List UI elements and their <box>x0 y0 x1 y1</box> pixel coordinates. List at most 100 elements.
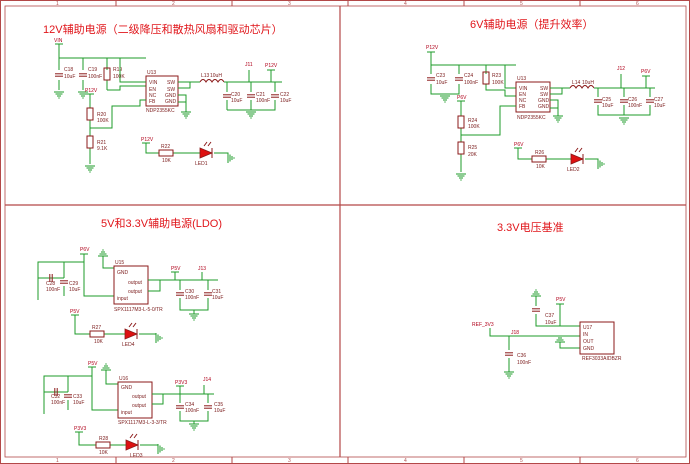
resistor-r20 <box>86 107 94 121</box>
pin-sw1-6v: SW <box>540 86 548 92</box>
ruler-col-6: 6 <box>636 1 639 7</box>
label-c37: C37 <box>545 313 554 319</box>
label-c20: C20 <box>231 92 240 98</box>
net-p5v-led: P5V <box>70 309 80 315</box>
value-c36: 100nF <box>517 360 531 366</box>
ic-u13-6v <box>515 81 551 113</box>
value-r20: 100K <box>97 118 109 124</box>
value-c27: 10uF <box>654 103 665 109</box>
label-j13: J13 <box>198 266 206 272</box>
label-j12: J12 <box>617 66 625 72</box>
net-p6v-div: P6V <box>457 95 467 101</box>
label-c22: C22 <box>280 92 289 98</box>
title-3v3-reference: 3.3V电压基准 <box>497 221 564 234</box>
inductor-l13 <box>199 79 225 83</box>
label-l14: L14 <box>572 80 581 86</box>
title-6v-aux: 6V辅助电源（提升效率） <box>470 17 593 31</box>
ruler-col-4: 4 <box>404 1 407 7</box>
led2-icon <box>570 153 585 165</box>
pin-en: EN <box>149 87 156 93</box>
resistor-r22 <box>158 149 174 157</box>
net-p5v-ldo2: P5V <box>88 361 98 367</box>
circuit-3v3-ldo: P5V C32 100nF C33 10uF U16 SPX1117M3-L-3… <box>43 361 225 459</box>
value-u16: SPX1117M3-L-3-3/TR <box>118 420 167 426</box>
net-ref-3v3: REF_3V3 <box>472 322 494 328</box>
label-u13-6v: U13 <box>517 76 526 82</box>
label-c31: C31 <box>212 289 221 295</box>
value-c21: 100nF <box>256 98 270 104</box>
net-p3v3-out: P3V3 <box>175 380 187 386</box>
pin-fb-6v: FB <box>519 104 526 110</box>
net-p12v-in: P12V <box>426 45 439 51</box>
value-r24: 100K <box>468 124 480 130</box>
label-r21: R21 <box>97 140 106 146</box>
value-c23: 10uF <box>436 80 447 86</box>
resistor-r23 <box>482 71 490 85</box>
label-c21: C21 <box>256 92 265 98</box>
pin-u15-in: input <box>117 296 128 302</box>
value-c33: 10uF <box>73 400 84 406</box>
label-r24: R24 <box>468 118 477 124</box>
value-u15: SPX1117M3-L-5-0/TR <box>114 307 163 313</box>
pin-vin: VIN <box>149 80 158 86</box>
label-c25: C25 <box>602 97 611 103</box>
pin-u15-out1: output <box>128 280 143 286</box>
value-u17: REF3033AIDBZR <box>582 356 622 362</box>
net-p3v3-led: P3V3 <box>74 426 86 432</box>
value-c30: 100nF <box>185 295 199 301</box>
label-r28: R28 <box>99 436 108 442</box>
pin-u15-out2: output <box>128 289 143 295</box>
ruler-col-1-bottom: 1 <box>56 458 59 464</box>
pin-u15-gnd: GND <box>117 270 129 276</box>
net-p12v-led: P12V <box>141 137 154 143</box>
label-c27: C27 <box>654 97 663 103</box>
label-led2: LED2 <box>567 167 580 173</box>
value-l13: 10uH <box>210 73 222 79</box>
pin-sw2: SW <box>167 87 175 93</box>
value-c24: 100nF <box>464 80 478 86</box>
ruler-col-2-bottom: 2 <box>172 458 175 464</box>
circuit-6v-buck: P12V C23 10uF C24 100nF R23 100K U13 NDP… <box>426 45 665 181</box>
label-r23: R23 <box>492 73 501 79</box>
value-c37: 10uF <box>545 320 556 326</box>
label-led1: LED1 <box>195 161 208 167</box>
label-j18: J18 <box>511 330 519 336</box>
pin-gnd1-6v: GND <box>538 98 550 104</box>
value-u13-12v: NDP2355KC <box>146 108 175 114</box>
ruler-col-2: 2 <box>172 1 175 7</box>
net-p12v-out: P12V <box>265 63 278 69</box>
label-j14: J14 <box>203 377 211 383</box>
ic-u17 <box>579 321 615 355</box>
value-c18: 10uF <box>64 74 75 80</box>
net-p6v-ldo: P6V <box>80 247 90 253</box>
label-c23: C23 <box>436 73 445 79</box>
pin-gnd2-6v: GND <box>538 104 550 110</box>
label-c36: C36 <box>517 353 526 359</box>
label-c33: C33 <box>73 394 82 400</box>
label-led4: LED4 <box>122 342 135 348</box>
value-r25: 20K <box>468 152 478 158</box>
value-r27: 10K <box>94 339 104 345</box>
label-l13: L13 <box>201 73 210 79</box>
label-u16: U16 <box>119 376 128 382</box>
pin-u17-in: IN <box>583 332 588 338</box>
label-u17: U17 <box>583 325 592 331</box>
pin-vin-6v: VIN <box>519 86 528 92</box>
value-u13-6v: NDP2355KC <box>517 115 546 121</box>
led3-icon <box>125 439 140 451</box>
label-c18: C18 <box>64 67 73 73</box>
net-p6v-out: P6V <box>641 69 651 75</box>
inductor-l14 <box>569 85 595 89</box>
label-c28: C28 <box>46 281 55 287</box>
label-r25: R25 <box>468 145 477 151</box>
ruler-col-3-bottom: 3 <box>288 458 291 464</box>
ruler-col-5-bottom: 5 <box>520 458 523 464</box>
label-c35: C35 <box>214 402 223 408</box>
ruler-col-6-bottom: 6 <box>636 458 639 464</box>
column-ruler-top: 1 2 3 4 5 6 <box>56 1 639 7</box>
label-r20: R20 <box>97 112 106 118</box>
label-u13-12v: U13 <box>147 70 156 76</box>
label-c26: C26 <box>628 97 637 103</box>
